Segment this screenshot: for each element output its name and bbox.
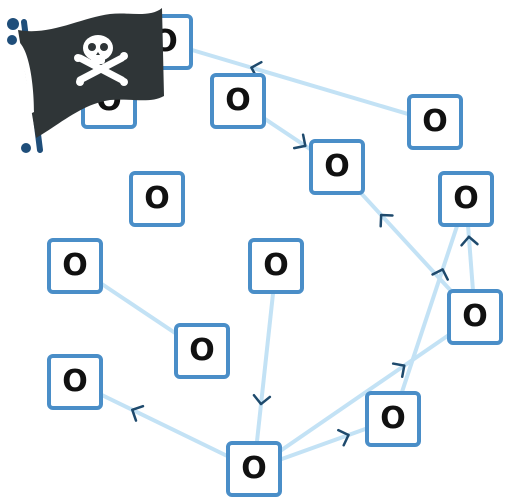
- tile-16[interactable]: O: [226, 441, 282, 497]
- skull-crossbones-icon: [74, 35, 128, 86]
- tile-14[interactable]: O: [365, 391, 421, 447]
- tile-9[interactable]: O: [248, 238, 304, 294]
- tile-letter: O: [422, 104, 448, 139]
- pirate-flag-icon: [7, 8, 164, 153]
- tile-letter: O: [62, 248, 88, 283]
- tile-letter: O: [324, 149, 350, 184]
- link-line-6: [252, 265, 278, 470]
- tile-7[interactable]: O: [47, 238, 103, 294]
- link-line-1: [164, 40, 436, 124]
- direction-arrow-4: [460, 235, 479, 247]
- tile-letter: O: [453, 181, 479, 216]
- direction-arrow-2: [292, 133, 307, 150]
- tile-letter: O: [225, 83, 251, 118]
- tile-letter: O: [189, 333, 215, 368]
- tile-letter: O: [380, 401, 406, 436]
- tile-8[interactable]: O: [129, 171, 185, 227]
- tile-12[interactable]: O: [447, 289, 503, 345]
- direction-arrow-10: [431, 268, 449, 281]
- tile-letter: O: [62, 364, 88, 399]
- tile-4[interactable]: O: [407, 94, 463, 150]
- tile-letter: O: [263, 248, 289, 283]
- direction-arrow-6: [252, 393, 272, 406]
- tile-11[interactable]: O: [174, 323, 230, 379]
- link-line-7: [74, 380, 255, 471]
- tile-5[interactable]: O: [309, 139, 365, 195]
- tile-13[interactable]: O: [47, 354, 103, 410]
- tile-letter: O: [144, 181, 170, 216]
- link-line-10: [391, 198, 468, 420]
- link-line-8: [252, 315, 477, 471]
- tile-2[interactable]: O: [210, 73, 266, 129]
- direction-arrow-8: [391, 362, 406, 379]
- tile-6[interactable]: O: [438, 171, 494, 227]
- direction-arrow-9: [337, 428, 350, 447]
- direction-arrow-7: [131, 404, 145, 422]
- tile-letter: O: [462, 299, 488, 334]
- direction-arrow-3: [379, 213, 394, 228]
- tile-letter: O: [241, 451, 267, 486]
